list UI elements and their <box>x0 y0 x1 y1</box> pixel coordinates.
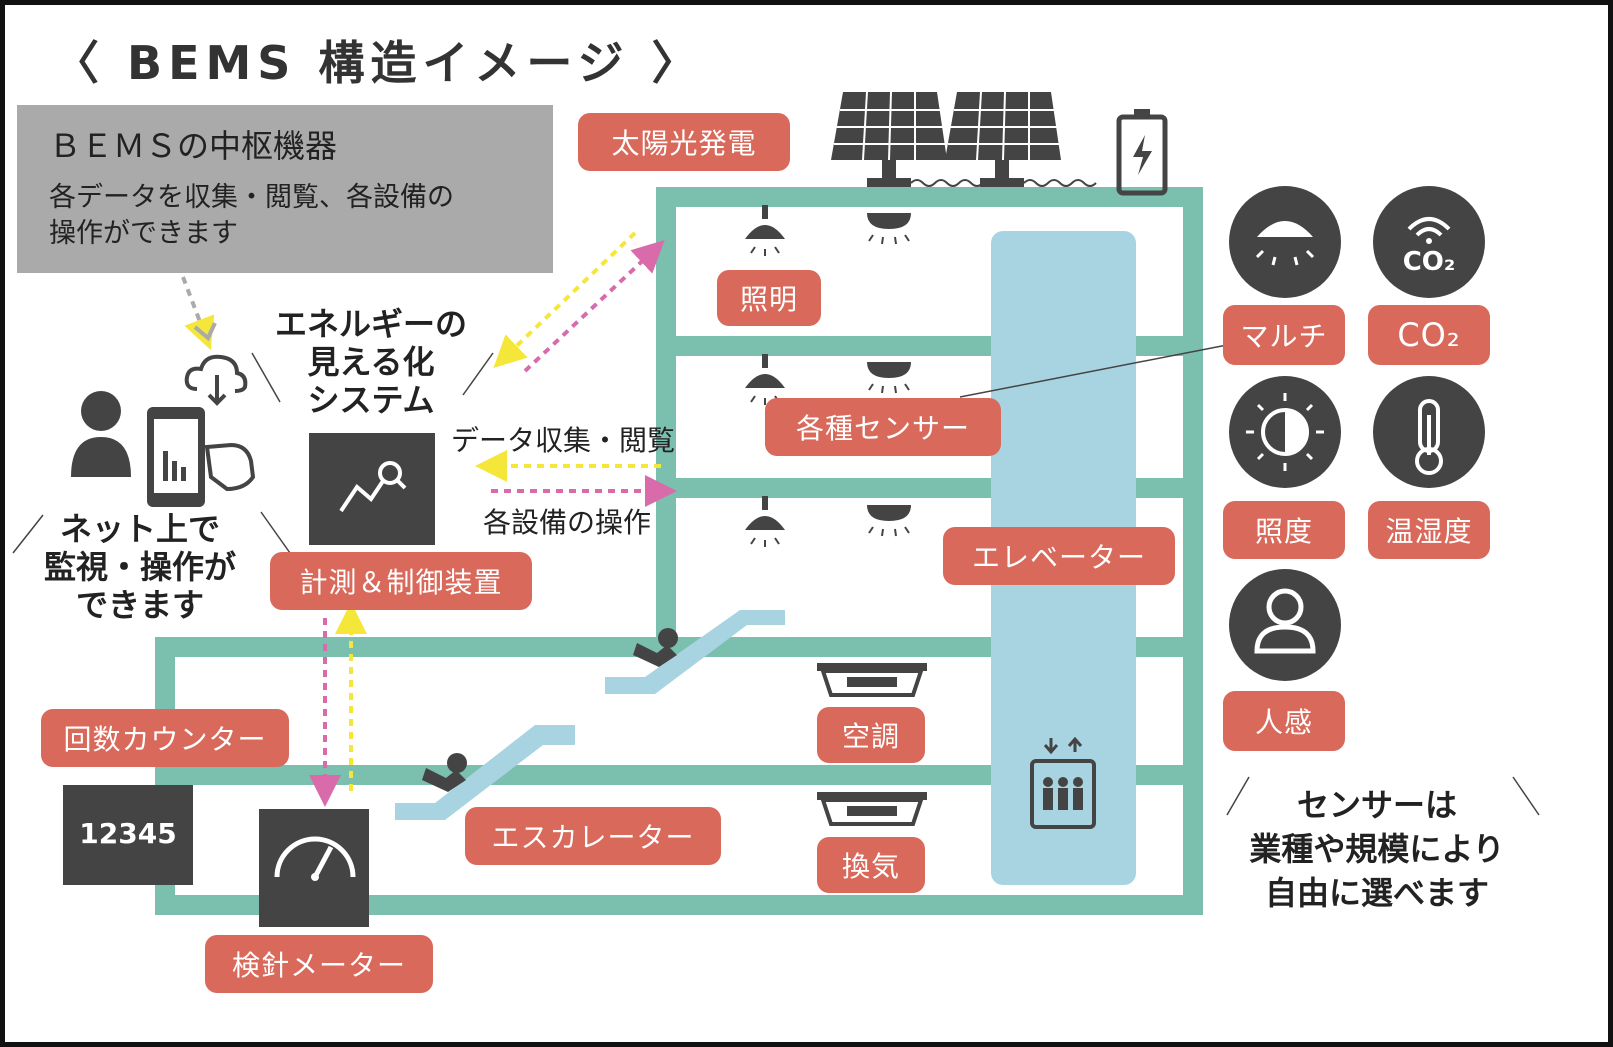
counter-display-value: 12345 <box>79 817 177 850</box>
meter-label: 検針メーター <box>205 935 433 993</box>
solar-panel-icon <box>831 91 1097 187</box>
remote-line2: 監視・操作が <box>43 548 236 586</box>
solar-label: 太陽光発電 <box>578 113 790 171</box>
sensor-note-line3: 自由に選べます <box>1264 874 1489 912</box>
controller-label: 計測＆制御装置 <box>270 552 532 610</box>
escalator-label: エスカレーター <box>465 807 721 865</box>
sensor-motion-label: 人感 <box>1223 691 1345 751</box>
visualization-line3: システム <box>307 381 435 419</box>
ventilation-label: 換気 <box>817 837 925 893</box>
sensor-illuminance-label: 照度 <box>1223 501 1345 559</box>
visualization-system-icon <box>309 433 435 545</box>
battery-icon <box>1116 109 1168 196</box>
sensors-label: 各種センサー <box>765 398 1001 456</box>
sensor-co2-label: CO₂ <box>1368 305 1490 365</box>
escalator-graphic <box>395 610 785 820</box>
visualization-line2: 見える化 <box>307 343 435 381</box>
meter-gauge-icon <box>259 809 369 927</box>
callout-slashes <box>12 344 1540 816</box>
escalator-person-icon <box>422 628 678 792</box>
diagram-graphics <box>12 91 1540 927</box>
operate-arrow-label: 各設備の操作 <box>483 506 652 539</box>
page-title: 〈 BEMS 構造イメージ 〉 <box>53 36 704 90</box>
counter-label: 回数カウンター <box>41 709 289 767</box>
counter-display-bg <box>63 785 193 885</box>
cloud-download-icon <box>184 354 248 406</box>
sensor-type-icons <box>1229 186 1485 681</box>
visualization-caption: エネルギーの 見える化 システム <box>255 305 487 419</box>
collect-arrow-label: データ収集・閲覧 <box>451 424 676 457</box>
visualization-line1: エネルギーの <box>274 305 467 343</box>
user-with-tablet-icon <box>71 391 256 507</box>
ceiling-light-icon <box>745 205 785 547</box>
building-frame <box>155 187 1203 915</box>
sensor-multi-label: マルチ <box>1223 305 1345 365</box>
bems-core-box: ＢＥＭＳの中枢機器 各データを収集・閲覧、各設備の 操作ができます <box>17 105 553 273</box>
lighting-label: 照明 <box>717 270 821 326</box>
aircon-label: 空調 <box>817 707 925 763</box>
sensor-note-line2: 業種や規模により <box>1249 830 1505 868</box>
gray-arrow-head <box>193 322 217 342</box>
core-box-line2: 操作ができます <box>49 218 238 249</box>
sensor-note: センサーは 業種や規模により 自由に選べます <box>1227 783 1527 915</box>
co2-icon-text: CO₂ <box>1402 247 1456 277</box>
remote-caption: ネット上で 監視・操作が できます <box>25 510 255 624</box>
sensor-temp-humidity-label: 温湿度 <box>1368 501 1490 559</box>
ceiling-sensor-icon <box>867 213 911 537</box>
elevator-icon <box>1030 736 1096 829</box>
ceiling-ac-unit-icon <box>817 663 927 826</box>
core-box-heading: ＢＥＭＳの中枢機器 <box>49 127 338 165</box>
elevator-label: エレベーター <box>943 527 1175 585</box>
sensor-note-line1: センサーは <box>1296 786 1457 824</box>
data-flow-arrows <box>181 231 677 807</box>
core-box-line1: 各データを収集・閲覧、各設備の <box>49 182 454 213</box>
remote-line1: ネット上で <box>59 510 220 548</box>
remote-line3: できます <box>75 586 204 624</box>
